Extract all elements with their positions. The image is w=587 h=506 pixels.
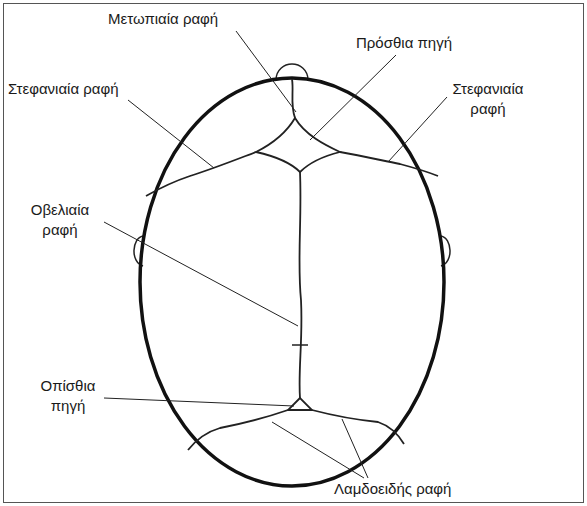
coronal-suture-left (146, 152, 256, 196)
part-label: Πρόσθια πηγή (356, 33, 452, 53)
part-label: Στεφανιαία ραφή (436, 79, 540, 119)
lambdoid-suture-left (188, 410, 288, 450)
leader-line (104, 222, 298, 326)
suture-mark (292, 344, 308, 346)
lambdoid-suture-right (312, 410, 404, 444)
part-label: Οπίσθια πηγή (30, 376, 106, 416)
part-label: Μετωπιαία ραφή (108, 9, 218, 29)
leader-line (128, 100, 214, 168)
skull-outline (140, 78, 444, 486)
leader-line (272, 422, 364, 478)
part-label: Λαμδοειδής ραφή (334, 479, 451, 499)
posterior-fontanelle (288, 398, 312, 410)
leader-line (236, 31, 296, 112)
sagittal-suture (299, 172, 301, 398)
anterior-fontanelle (256, 118, 340, 172)
leader-line (104, 398, 294, 406)
metopic-suture (292, 79, 295, 118)
part-label: Στεφανιαία ραφή (8, 79, 119, 99)
coronal-suture-right (340, 152, 438, 176)
leader-line (310, 55, 396, 140)
frame (4, 4, 584, 503)
leader-line (342, 419, 368, 478)
leader-line (388, 97, 447, 162)
part-label: Οβελιαία ραφή (18, 200, 102, 240)
